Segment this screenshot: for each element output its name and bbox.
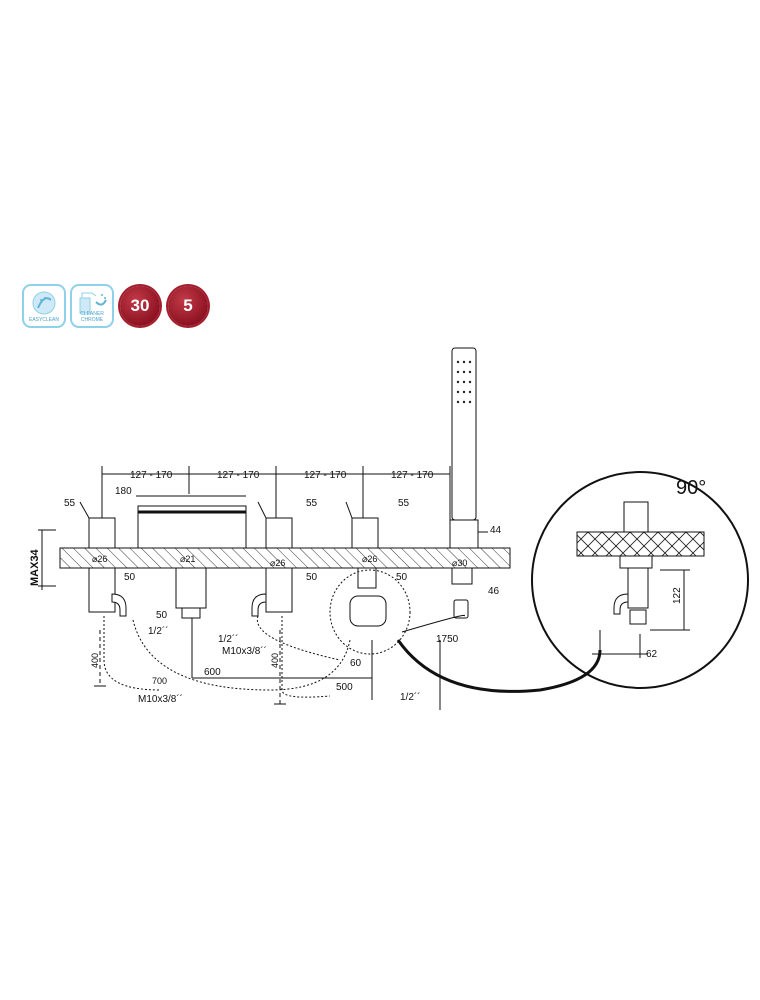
handle-1: [88, 517, 116, 549]
hose-connector: [453, 599, 469, 619]
thread-half-label: 1/2´´: [400, 691, 421, 703]
length-500-label: 500: [336, 682, 353, 693]
hand-shower: [451, 347, 477, 521]
length-400-label: 400: [90, 653, 100, 668]
diameter-label: ⌀26: [270, 558, 285, 568]
thread-half-label: 1/2´´: [218, 633, 239, 645]
warranty-5-number: 5: [183, 296, 193, 315]
spray-bottle-icon: [79, 292, 107, 314]
offset-50-label: 50: [156, 610, 168, 621]
length-600-label: 600: [204, 667, 221, 678]
width-55-label: 55: [64, 498, 76, 509]
seal-icon: 30: [120, 286, 160, 326]
offset-50-label: 50: [124, 572, 136, 583]
width-55-label: 55: [306, 498, 318, 509]
thread-half-label: 1/2´´: [148, 625, 169, 637]
width-180-label: 180: [115, 486, 132, 497]
warranty-5-badge: 5: [166, 284, 210, 328]
width-55-label: 55: [398, 498, 410, 509]
length-1750-label: 1750: [436, 634, 459, 645]
handle-4: [351, 517, 379, 549]
offset-50-label: 50: [306, 572, 318, 583]
length-60-label: 60: [350, 658, 362, 669]
offset-46-label: 46: [488, 586, 500, 597]
easyclean-label: EASYCLEAN: [28, 317, 59, 323]
easyclean-badge: EASYCLEAN: [22, 284, 66, 328]
diameter-label: ⌀26: [362, 554, 377, 564]
diameter-label: ⌀30: [452, 558, 467, 568]
length-400-label: 400: [270, 653, 280, 668]
spacing-label-3: 127 - 170: [304, 470, 347, 481]
warranty-30-number: 30: [130, 296, 150, 315]
detail-circle: [531, 471, 749, 689]
spacing-label-2: 127 - 170: [217, 470, 260, 481]
seal-icon: 5: [168, 286, 208, 326]
handle-3: [265, 517, 293, 549]
diameter-label: ⌀26: [92, 554, 107, 564]
diverter-body: [349, 595, 387, 627]
warranty-30-badge: 30: [118, 284, 162, 328]
shower-head-icon: [32, 291, 56, 315]
diameter-label: ⌀21: [180, 554, 195, 564]
thread-m10-label: M10x3/8´´: [138, 693, 183, 705]
thread-m10-label: M10x3/8´´: [222, 645, 267, 657]
width-44-label: 44: [490, 525, 502, 536]
spacing-label-1: 127 - 170: [130, 470, 173, 481]
offset-50-label: 50: [396, 572, 408, 583]
length-700-label: 700: [152, 676, 167, 686]
width-62-label: 62: [646, 649, 658, 660]
angle-label: 90°: [676, 477, 706, 499]
height-122-label: 122: [672, 587, 683, 604]
max34-label: MAX34: [29, 548, 41, 586]
spacing-label-4: 127 - 170: [391, 470, 434, 481]
